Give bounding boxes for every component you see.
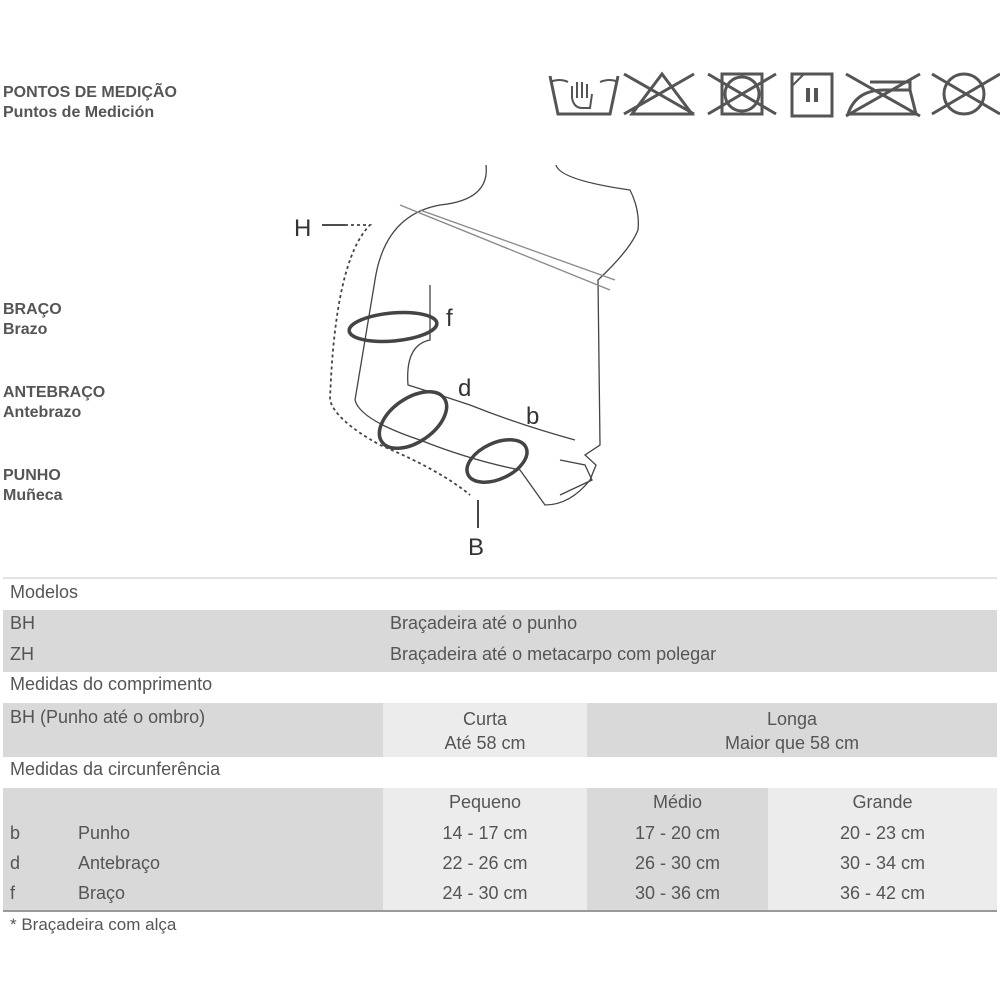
- title-es: Puntos de Medición: [3, 104, 155, 121]
- text: Antebrazo: [3, 404, 82, 421]
- text: 17 - 20 cm: [634, 823, 721, 843]
- models-heading: Modelos: [3, 582, 997, 610]
- no-iron-icon: [845, 72, 921, 118]
- text: Brazo: [3, 321, 48, 338]
- text: Medidas do comprimento: [10, 674, 213, 694]
- text: Antebraço: [78, 853, 161, 873]
- divider: [3, 577, 997, 579]
- text: 22 - 26 cm: [442, 853, 528, 873]
- text: Até 58 cm: [444, 733, 526, 753]
- text: 20 - 23 cm: [839, 823, 926, 843]
- model-code: BH: [10, 613, 36, 633]
- label-B: B: [468, 534, 484, 560]
- text: PUNHO: [3, 467, 61, 484]
- text: Braço: [78, 883, 126, 903]
- label-forearm: ANTEBRAÇO Antebrazo: [3, 383, 105, 423]
- text: Maior que 58 cm: [724, 733, 860, 753]
- no-tumble-dry-icon: [707, 72, 777, 116]
- title-pt: PONTOS DE MEDIÇÃO: [3, 84, 177, 101]
- text: Medidas da circunferência: [10, 759, 221, 779]
- size-header: Grande: [852, 792, 913, 812]
- label-wrist: PUNHO Muñeca: [3, 466, 63, 506]
- text: Modelos: [10, 582, 79, 602]
- table-row: b Punho 14 - 17 cm 17 - 20 cm 20 - 23 cm: [3, 823, 997, 853]
- text: 26 - 30 cm: [634, 853, 721, 873]
- care-icons: [548, 71, 1000, 118]
- text: 24 - 30 cm: [442, 883, 528, 903]
- text: 36 - 42 cm: [839, 883, 926, 903]
- model-code: ZH: [10, 644, 34, 664]
- text: ANTEBRAÇO: [3, 384, 106, 401]
- text: BH (Punho até o ombro): [3, 703, 383, 757]
- text: Longa: [766, 709, 818, 729]
- text: 30 - 34 cm: [839, 853, 926, 873]
- label-f: f: [446, 305, 453, 332]
- circumference-table: Pequeno Médio Grande b Punho 14 - 17 cm …: [3, 788, 997, 912]
- text: b: [10, 823, 21, 843]
- drip-dry-icon: [790, 72, 834, 118]
- text: 14 - 17 cm: [442, 823, 528, 843]
- footnote: * Braçadeira com alça: [10, 915, 177, 934]
- length-heading: Medidas do comprimento: [3, 674, 997, 702]
- model-desc: Braçadeira até o punho: [390, 613, 578, 633]
- arm-diagram: H B f d b: [294, 164, 639, 560]
- label-arm: BRAÇO Brazo: [3, 300, 62, 340]
- no-bleach-icon: [623, 71, 695, 116]
- model-desc: Braçadeira até o metacarpo com polegar: [390, 644, 717, 664]
- size-header: Médio: [652, 792, 703, 812]
- label-d: d: [458, 375, 471, 402]
- text: 30 - 36 cm: [634, 883, 721, 903]
- text: f: [10, 883, 16, 903]
- page-title: PONTOS DE MEDIÇÃO Puntos de Medición: [3, 83, 177, 123]
- no-dry-clean-icon: [931, 72, 1000, 116]
- size-header: Pequeno: [448, 792, 522, 812]
- models-table: BH Braçadeira até o punho ZH Braçadeira …: [3, 610, 997, 672]
- label-H: H: [294, 215, 311, 242]
- hand-wash-icon: [548, 75, 620, 116]
- text: BRAÇO: [3, 301, 62, 318]
- table-row: d Antebraço 22 - 26 cm 26 - 30 cm 30 - 3…: [3, 853, 997, 883]
- text: Punho: [78, 823, 131, 843]
- circumference-heading: Medidas da circunferência: [3, 759, 997, 787]
- text: d: [10, 853, 21, 873]
- table-row: f Braço 24 - 30 cm 30 - 36 cm 36 - 42 cm: [3, 883, 997, 913]
- text: Muñeca: [3, 487, 63, 504]
- label-b: b: [526, 403, 539, 430]
- text: Curta: [462, 709, 507, 729]
